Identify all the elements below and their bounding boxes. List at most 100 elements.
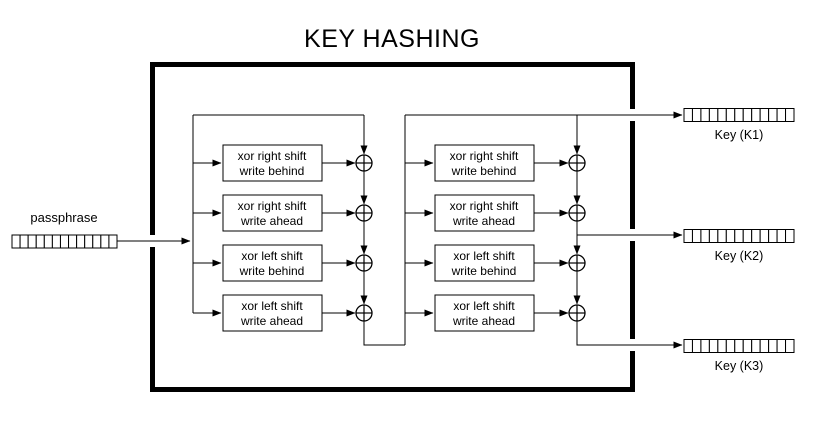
register-cell	[776, 229, 787, 243]
op-boxes-stage1: xor right shift write behind xor right s…	[222, 144, 323, 332]
stage-bridge-line	[363, 321, 405, 346]
register-cell	[768, 108, 778, 122]
op-box-stage1-2: xor right shift write ahead	[222, 194, 323, 232]
stage1-connectors	[192, 114, 405, 346]
outer-box	[150, 62, 635, 392]
xor-icon	[568, 304, 586, 322]
register-cell	[734, 108, 744, 122]
op-box-label-line1: xor right shift	[450, 199, 519, 213]
key-k3-register	[683, 339, 795, 353]
op-box-label-line1: xor left shift	[453, 249, 515, 263]
register-cell	[785, 229, 795, 243]
register-cell	[84, 234, 94, 249]
register-cell	[751, 339, 761, 353]
register-cell	[751, 108, 761, 122]
passphrase-register	[11, 234, 118, 249]
register-cell	[683, 108, 693, 122]
op-box-rect	[434, 244, 535, 282]
op-box-label-line2: write behind	[239, 264, 305, 278]
register-cell	[92, 234, 102, 249]
op-boxes-stage2: xor right shift write behind xor right s…	[434, 144, 535, 332]
register-cell	[751, 229, 761, 243]
register-cell	[717, 339, 727, 353]
register-cell	[700, 229, 710, 243]
xor-icon	[568, 154, 586, 172]
register-cell	[700, 339, 710, 353]
op-box-label-line2: write behind	[451, 264, 517, 278]
op-box-label-line1: xor right shift	[238, 149, 307, 163]
op-box-label-line2: write ahead	[240, 314, 303, 328]
op-box-stage2-3: xor left shift write behind	[434, 244, 535, 282]
key-k1-label: Key (K1)	[715, 128, 764, 142]
register-cell	[725, 339, 736, 353]
register-cell	[100, 234, 110, 249]
xor-icon	[355, 304, 373, 322]
register-cell	[683, 229, 693, 243]
register-cell	[717, 108, 727, 122]
xor-icon	[355, 154, 373, 172]
op-box-rect	[222, 244, 323, 282]
register-cell	[742, 108, 753, 122]
register-cell	[11, 234, 21, 249]
key-k1-register	[683, 108, 795, 122]
register-cell	[708, 229, 719, 243]
op-box-label-line1: xor right shift	[238, 199, 307, 213]
register-cell	[43, 234, 53, 249]
register-cell	[768, 339, 778, 353]
op-box-stage1-3: xor left shift write behind	[222, 244, 323, 282]
xor-nodes	[355, 154, 586, 322]
op-box-rect	[222, 194, 323, 232]
register-cell	[108, 234, 118, 249]
diagram-title: KEY HASHING	[304, 25, 480, 53]
op-box-stage2-1: xor right shift write behind	[434, 144, 535, 182]
op-box-stage2-2: xor right shift write ahead	[434, 194, 535, 232]
op-box-rect	[222, 294, 323, 332]
register-cell	[759, 339, 770, 353]
register-cell	[785, 108, 795, 122]
register-cell	[742, 229, 753, 243]
register-cell	[725, 229, 736, 243]
op-box-label-line1: xor left shift	[241, 249, 303, 263]
op-box-stage2-4: xor left shift write ahead	[434, 294, 535, 332]
register-cell	[708, 108, 719, 122]
op-box-rect	[434, 194, 535, 232]
register-cell	[742, 339, 753, 353]
key-k3-label: Key (K3)	[715, 359, 764, 373]
register-cell	[776, 108, 787, 122]
register-cell	[768, 229, 778, 243]
passphrase-label: passphrase	[30, 210, 97, 225]
register-cell	[759, 229, 770, 243]
register-cell	[691, 108, 702, 122]
register-cell	[785, 339, 795, 353]
register-cell	[691, 229, 702, 243]
op-box-stage1-1: xor right shift write behind	[222, 144, 323, 182]
op-box-stage1-4: xor left shift write ahead	[222, 294, 323, 332]
register-cell	[35, 234, 45, 249]
op-box-label-line1: xor left shift	[241, 299, 303, 313]
key-k2-label: Key (K2)	[715, 249, 764, 263]
register-cell	[76, 234, 86, 249]
register-cell	[683, 339, 693, 353]
op-box-label-line1: xor right shift	[450, 149, 519, 163]
register-cell	[27, 234, 37, 249]
register-cell	[776, 339, 787, 353]
xor-icon	[568, 204, 586, 222]
register-cell	[734, 339, 744, 353]
register-cell	[734, 229, 744, 243]
register-cell	[691, 339, 702, 353]
register-cell	[759, 108, 770, 122]
register-cell	[59, 234, 70, 249]
key3-output-arrow	[576, 321, 683, 349]
register-cell	[725, 108, 736, 122]
op-box-rect	[434, 294, 535, 332]
register-cell	[19, 234, 29, 249]
register-cell	[700, 108, 710, 122]
op-box-rect	[222, 144, 323, 182]
xor-icon	[568, 254, 586, 272]
register-cell	[51, 234, 61, 249]
register-cell	[717, 229, 727, 243]
op-box-label-line1: xor left shift	[453, 299, 515, 313]
xor-icon	[355, 254, 373, 272]
